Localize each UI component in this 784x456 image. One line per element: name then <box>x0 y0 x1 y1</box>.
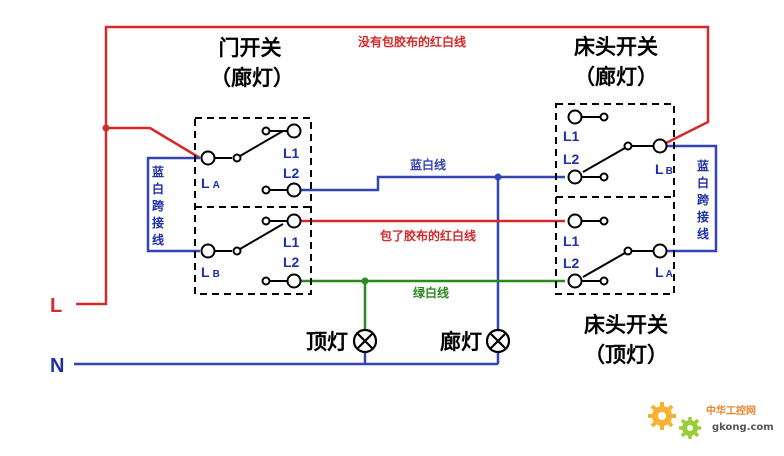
watermark-url: gkong.com <box>712 422 774 433</box>
ceiling-lamp-icon <box>352 328 378 354</box>
bed-top-terminal-l2 <box>567 169 583 185</box>
bed-switch-bottom-subtitle: （顶灯） <box>584 343 668 367</box>
bed-bottom-terminal-l2 <box>567 273 583 289</box>
watermark-name: 中华工控网 <box>706 404 756 417</box>
watermark-logo: 中华工控网 gkong.com <box>648 402 774 439</box>
blue-white-wire <box>300 175 565 192</box>
svg-text:白: 白 <box>697 175 709 190</box>
live-junction-dot <box>102 124 110 132</box>
svg-text:蓝: 蓝 <box>152 164 164 179</box>
svg-text:跨: 跨 <box>697 193 710 207</box>
green-junction-dot <box>361 277 369 285</box>
door-switch-unit-b <box>208 216 288 286</box>
door-switch-unit-a <box>208 126 288 195</box>
door-b-terminal-l2 <box>286 273 302 289</box>
svg-text:接: 接 <box>697 209 709 224</box>
bed-switch-top-title: 床头开关 <box>574 35 658 59</box>
svg-text:线: 线 <box>697 226 709 241</box>
taped-red-wire-label: 包了胶布的红白线 <box>379 228 476 243</box>
bed-switch-top-subtitle: （廊灯） <box>574 65 658 89</box>
bed-switch-bottom-title: 床头开关 <box>584 313 668 337</box>
door-a-terminal-l1 <box>286 123 302 139</box>
jumper-right-label: 蓝 白 跨 接 线 <box>697 158 710 241</box>
corridor-lamp-icon <box>485 328 511 354</box>
door-b-terminal-l1 <box>286 213 302 229</box>
door-b-label-l1: L1 <box>283 234 300 250</box>
door-b-terminal-lb <box>200 243 216 259</box>
green-wire-label: 绿白线 <box>413 285 449 300</box>
blue-white-wire-label: 蓝白线 <box>410 157 446 172</box>
neutral-label: N <box>50 355 64 377</box>
svg-text:线: 线 <box>152 232 164 247</box>
jumper-right-blue <box>666 144 718 253</box>
door-a-label-l1: L1 <box>283 145 300 161</box>
svg-text:蓝: 蓝 <box>697 158 709 173</box>
bed-bottom-label-l1: L1 <box>563 233 580 249</box>
door-a-terminal-la <box>200 150 216 166</box>
jumper-left-blue <box>146 156 200 253</box>
bed-bottom-label-l2: L2 <box>563 255 580 271</box>
door-switch-subtitle: （廊灯） <box>210 66 294 90</box>
ceiling-lamp-label: 顶灯 <box>306 330 348 354</box>
gear-icon <box>648 402 676 430</box>
bed-bottom-terminal-l1 <box>567 213 583 229</box>
bed-top-terminal-lb <box>652 138 668 154</box>
bed-switch-unit-top <box>581 112 656 182</box>
svg-text:接: 接 <box>152 215 164 230</box>
door-a-label-l2: L2 <box>283 165 300 181</box>
live-label: L <box>50 295 62 317</box>
door-a-terminal-l2 <box>286 182 302 198</box>
door-switch-title: 门开关 <box>219 36 282 60</box>
blue-junction-dot <box>494 173 502 181</box>
door-switch-box <box>194 117 312 295</box>
live-branch-red <box>106 126 201 160</box>
jumper-left-label: 蓝 白 跨 接 线 <box>152 164 165 247</box>
gear-small-icon <box>679 417 701 439</box>
top-red-wire-label: 没有包胶布的红白线 <box>358 34 466 49</box>
bed-switch-unit-bottom <box>581 216 656 286</box>
bed-top-label-l1: L1 <box>563 128 580 144</box>
corridor-lamp-label: 廊灯 <box>440 330 482 354</box>
bed-switch-box <box>555 103 675 295</box>
svg-text:白: 白 <box>152 181 164 196</box>
bed-top-label-l2: L2 <box>563 151 580 167</box>
svg-text:跨: 跨 <box>152 199 165 213</box>
door-b-label-l2: L2 <box>283 254 300 270</box>
bed-bottom-terminal-la <box>652 243 668 259</box>
live-wire-red <box>76 25 710 306</box>
bed-top-terminal-l1 <box>567 109 583 125</box>
